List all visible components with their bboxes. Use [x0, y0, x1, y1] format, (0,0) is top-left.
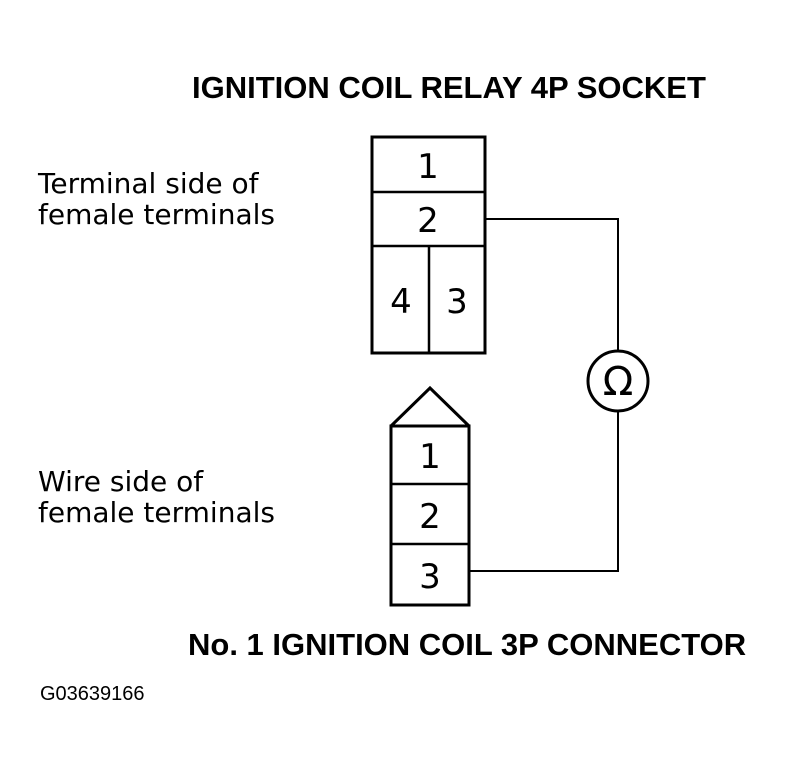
ohmmeter-symbol: Ω — [586, 349, 650, 413]
relay-socket-title: IGNITION COIL RELAY 4P SOCKET — [192, 70, 706, 105]
lead-connector-terminal-3 — [469, 412, 619, 572]
connector-outline — [389, 424, 471, 607]
figure-code: G03639166 — [40, 683, 145, 705]
relay-terminal-1: 1 — [417, 147, 439, 187]
relay-side-label-line1: Terminal side of — [37, 167, 260, 200]
ohmmeter-circle — [586, 349, 650, 413]
relay-terminal-2: 2 — [417, 201, 439, 241]
connector-title: No. 1 IGNITION COIL 3P CONNECTOR — [188, 627, 746, 662]
relay-4p-socket — [370, 135, 487, 355]
test-leads — [469, 218, 619, 572]
connector-side-label-line2: female terminals — [38, 496, 275, 529]
ignition-coil-3p-connector — [389, 385, 471, 607]
connector-side-label-line1: Wire side of — [38, 465, 204, 498]
connector-key-tab — [389, 385, 471, 428]
connector-terminal-3: 3 — [419, 557, 441, 597]
relay-terminal-3: 3 — [446, 282, 468, 322]
connector-terminal-1: 1 — [419, 437, 441, 477]
relay-side-label-line2: female terminals — [38, 198, 275, 231]
ohm-icon: Ω — [603, 359, 634, 405]
relay-terminal-4: 4 — [390, 282, 412, 322]
lead-relay-terminal-2 — [485, 218, 619, 350]
connector-terminal-2: 2 — [419, 497, 441, 537]
